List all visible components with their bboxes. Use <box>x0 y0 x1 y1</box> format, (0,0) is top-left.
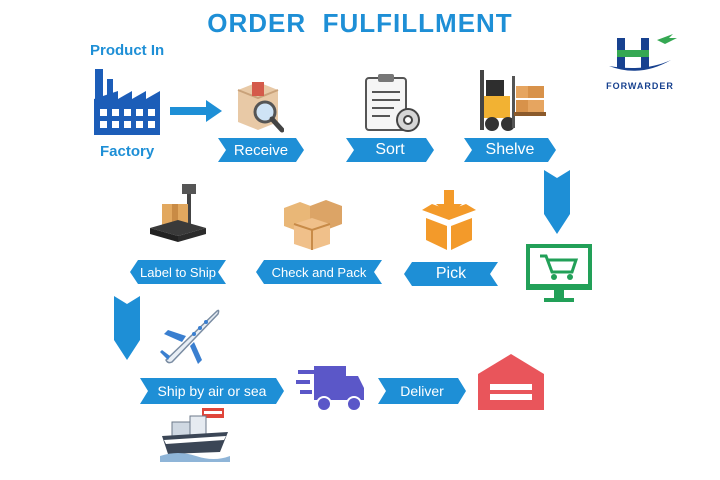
arrow-right-icon <box>170 100 222 122</box>
product-in-label: Product In <box>90 42 165 59</box>
sort-step: Sort <box>346 138 434 162</box>
deliver-step: Deliver <box>378 378 466 404</box>
sort-clipboard-icon <box>365 74 420 132</box>
diagram-title: ORDER FULFILLMENT <box>207 8 513 38</box>
banner-shape <box>346 138 434 162</box>
forwarder-logo-icon <box>609 34 677 71</box>
deliver-label: Deliver <box>400 383 444 399</box>
banner-shape <box>464 138 556 162</box>
ship-step: Ship by air or sea <box>140 378 284 404</box>
online-store-monitor-icon <box>526 244 592 302</box>
pick-step: Pick <box>404 262 498 286</box>
banner-shape <box>378 378 466 404</box>
airplane-icon <box>160 309 220 364</box>
delivery-truck-icon <box>296 366 364 412</box>
sort-label: Sort <box>375 141 405 158</box>
check-pack-step: Check and Pack <box>256 260 382 284</box>
banner-shape <box>218 138 304 162</box>
arrow-down-icon <box>544 170 570 234</box>
logo-text: FORWARDER <box>606 81 674 91</box>
shelve-step: Shelve <box>464 138 556 162</box>
factory-label: Factory <box>100 143 155 160</box>
arrow-down-icon <box>114 296 140 360</box>
banner-shape <box>404 262 498 286</box>
receive-box-icon <box>237 82 284 133</box>
label-to-ship-label: Label to Ship <box>140 264 216 280</box>
label-to-ship-step: Label to Ship <box>130 260 226 284</box>
ship-label: Ship by air or sea <box>157 383 267 399</box>
banner-shape <box>256 260 382 284</box>
warehouse-icon <box>478 354 544 410</box>
check-pack-label: Check and Pack <box>271 264 367 280</box>
shelve-label: Shelve <box>485 141 535 158</box>
receive-step: Receive <box>218 138 304 162</box>
packed-boxes-icon <box>284 200 342 250</box>
pick-box-icon <box>422 190 476 250</box>
cargo-ship-icon <box>160 408 230 462</box>
forklift-icon <box>480 70 546 131</box>
banner-shape <box>140 378 284 404</box>
pick-label: Pick <box>435 265 467 282</box>
receive-label: Receive <box>233 141 289 159</box>
label-scale-icon <box>150 184 206 242</box>
banner-shape <box>130 260 226 284</box>
factory-icon <box>94 69 160 135</box>
forwarder-logo: FORWARDER <box>595 30 685 92</box>
